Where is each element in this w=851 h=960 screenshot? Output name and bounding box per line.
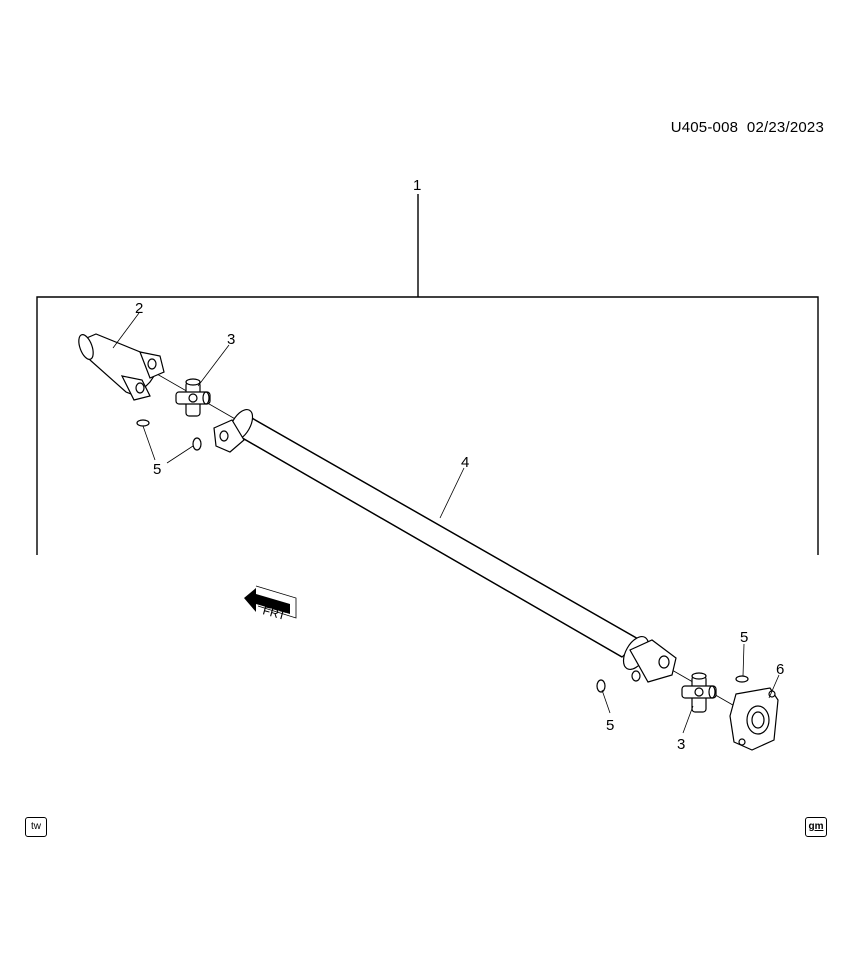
diagram-code: U405-008 02/23/2023 — [671, 119, 824, 136]
shaft-tube — [228, 409, 650, 670]
callout-3-rear: 3 — [677, 736, 685, 753]
diagram-date: 02/23/2023 — [746, 119, 824, 136]
diagram-id: U405-008 — [670, 119, 739, 136]
callout-5-rear-upper: 5 — [740, 629, 748, 646]
leader-lines — [112, 312, 780, 734]
u-joint-rear — [681, 672, 717, 713]
callout-2: 2 — [135, 300, 143, 317]
callout-4: 4 — [461, 454, 469, 471]
callout-3-front: 3 — [227, 331, 235, 348]
front-slip-yoke — [78, 333, 165, 401]
callout-1: 1 — [413, 177, 421, 194]
callout-5-front: 5 — [153, 461, 161, 478]
callout-6: 6 — [776, 661, 784, 678]
tw-badge: tw — [25, 817, 47, 837]
front-direction-arrow: FRT — [244, 585, 297, 623]
tube-front-yoke — [213, 419, 245, 453]
frt-label: FRT — [261, 603, 288, 623]
gm-logo-badge: gm — [805, 817, 827, 837]
assembly-bracket — [36, 194, 819, 555]
callout-5-rear-lower: 5 — [606, 717, 614, 734]
retainer-rings — [136, 419, 749, 693]
tube-rear-yoke — [629, 639, 677, 683]
rear-flange-yoke — [729, 687, 779, 751]
u-joint-front — [175, 378, 211, 417]
